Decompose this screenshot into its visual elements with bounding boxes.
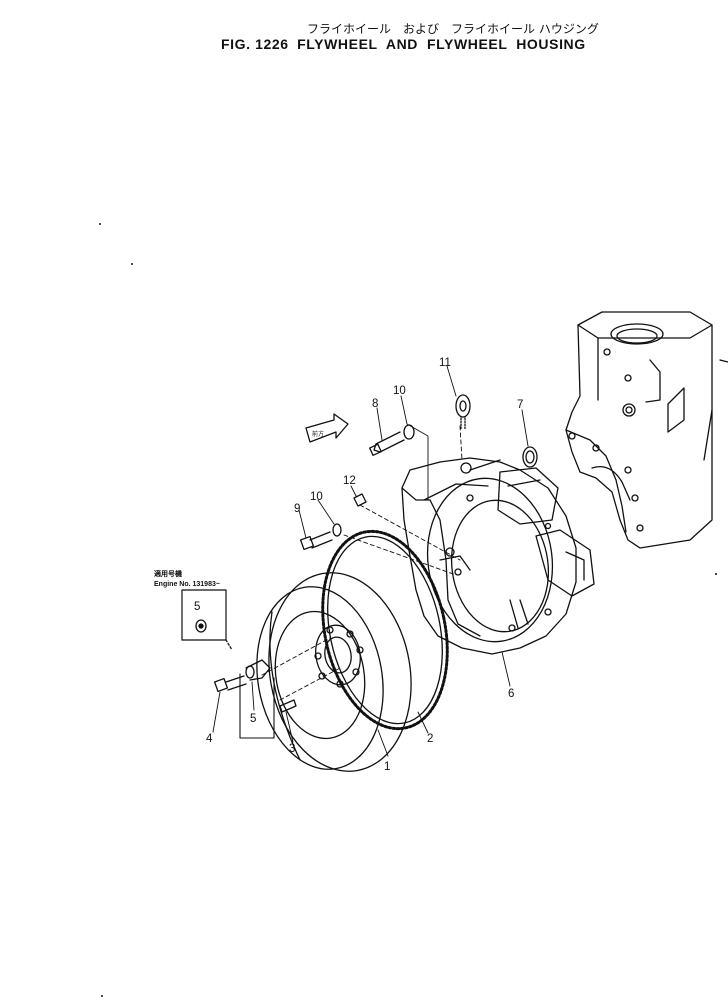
washer-part-10-lower [332, 523, 342, 537]
callout-11: 11 [439, 357, 451, 369]
callout-3: 3 [289, 743, 295, 755]
alignment-lines [261, 425, 463, 701]
direction-tag-label: 前方 [312, 430, 324, 438]
callout-6: 6 [508, 688, 514, 700]
bolt-part-9 [299, 531, 333, 551]
callout-8: 8 [372, 398, 378, 410]
flywheel [256, 572, 412, 772]
lock-washer-part-5 [245, 659, 271, 681]
inset-box [181, 589, 227, 641]
figure-title-text: FLYWHEEL AND FLYWHEEL HOUSING [297, 36, 586, 52]
callout-2: 2 [427, 733, 433, 745]
inset-label-jp: 適用号機 [154, 569, 182, 578]
callout-9: 9 [294, 503, 300, 515]
bolt-part-8 [369, 431, 405, 456]
inset-nut-part-5 [195, 619, 207, 633]
flywheel-housing [401, 457, 595, 655]
engine-block [565, 311, 728, 549]
figure-title: FIG. 1226 FLYWHEEL AND FLYWHEEL HOUSING [221, 36, 641, 52]
title-japanese: フライホイール および フライホイール ハウジング [307, 22, 599, 36]
callout-5-inset: 5 [194, 601, 200, 613]
bracket-part-5 [239, 673, 275, 739]
dowel-part-3 [279, 699, 297, 713]
bolt-part-4 [213, 675, 247, 693]
eye-bolt-part-11 [455, 394, 471, 431]
ring-gear [321, 529, 449, 731]
callout-7: 7 [517, 399, 523, 411]
front-direction-arrow [305, 413, 349, 443]
seal-part-7 [522, 446, 538, 468]
callout-10-lower: 10 [310, 491, 323, 503]
callout-1: 1 [384, 761, 390, 773]
callout-12: 12 [343, 475, 356, 487]
callout-4: 4 [206, 733, 213, 745]
callout-leaders [212, 365, 529, 757]
figure-number: FIG. 1226 [221, 36, 289, 52]
pin-part-12 [353, 493, 367, 507]
callout-10-upper: 10 [393, 385, 406, 397]
inset-label-engine-no: Engine No. 131983~ [154, 581, 220, 588]
callout-5-bracket: 5 [250, 713, 256, 725]
